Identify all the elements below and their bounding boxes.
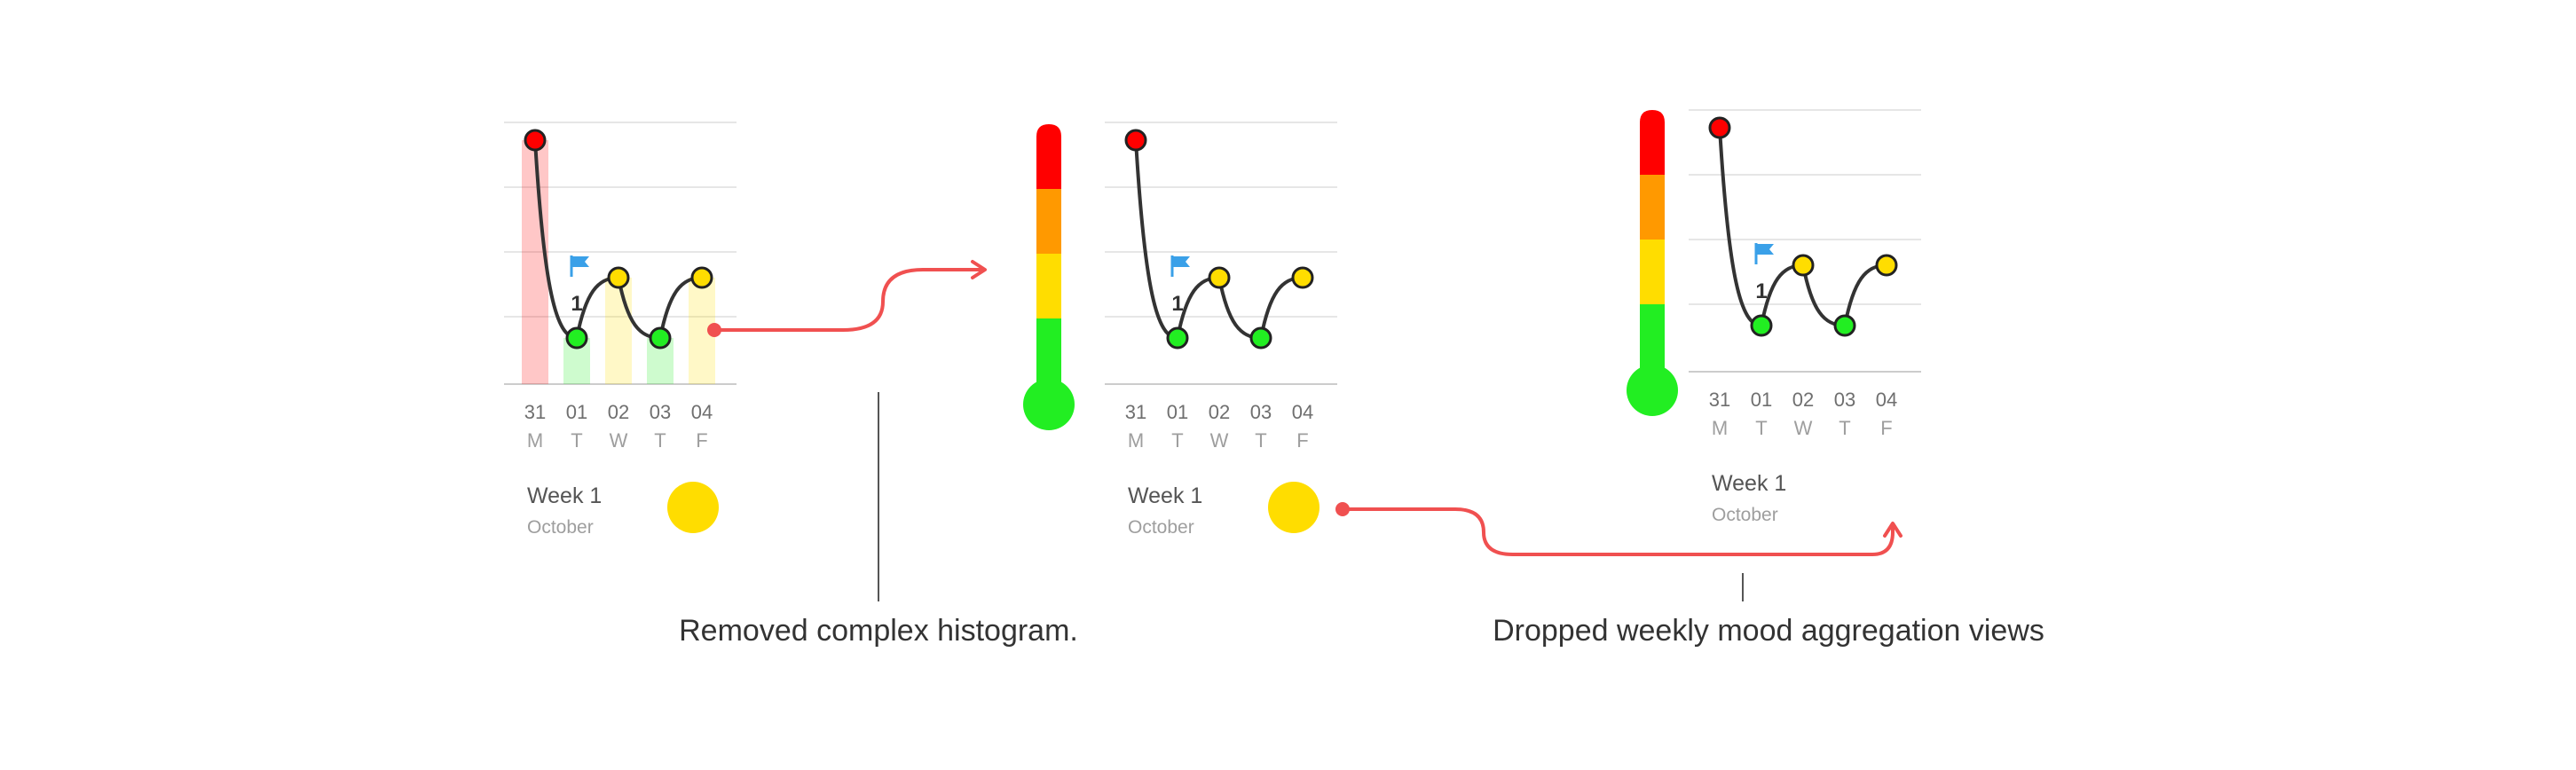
tick-day-label: 31: [1125, 401, 1146, 423]
flag-count: 1: [571, 292, 582, 316]
histogram-bar-31: [522, 140, 548, 384]
tick-weekday-label: W: [1794, 417, 1813, 439]
thermometer-segment-yellow: [1640, 240, 1665, 304]
arrowhead-1: [971, 260, 987, 279]
thermometer-segment-yellow: [1036, 254, 1061, 318]
tick-weekday-label: F: [1880, 417, 1892, 439]
mood-point-31: [1708, 116, 1731, 139]
flag-cloth: [1757, 244, 1774, 255]
tick-weekday-label: T: [571, 429, 582, 452]
mood-point-31: [524, 129, 547, 152]
tick-weekday-label: T: [1171, 429, 1183, 452]
tick-weekday-label: W: [610, 429, 628, 452]
mood-point-04: [690, 266, 713, 289]
mood-point-01: [1750, 314, 1773, 337]
week-month: October: [1712, 505, 1778, 525]
tick-day-label: 03: [1250, 401, 1272, 423]
arrowhead-2: [1883, 522, 1902, 538]
tick-day-label: 01: [566, 401, 587, 423]
tick-day-label: 03: [650, 401, 671, 423]
mood-point-03: [649, 326, 672, 350]
thermometer-bulb: [1627, 365, 1678, 416]
tick-day-label: 01: [1167, 401, 1188, 423]
mood-line: [1134, 138, 1304, 341]
caption-removed-histogram: Removed complex histogram.: [679, 614, 1078, 648]
tick-day-label: 31: [1709, 389, 1730, 411]
mood-thermometer: [1023, 124, 1075, 430]
week-mood-dot: [667, 482, 719, 533]
thermometer-bulb: [1023, 379, 1075, 430]
mood-point-03: [1249, 326, 1272, 350]
connector-arrow-2: [1343, 507, 1895, 556]
week-month: October: [1128, 517, 1194, 538]
week-title: Week 1: [1712, 471, 1786, 496]
flag-count: 1: [1171, 292, 1183, 316]
tick-day-label: 04: [1876, 389, 1897, 411]
tick-weekday-label: T: [1755, 417, 1767, 439]
mood-point-04: [1875, 254, 1898, 277]
mood-point-02: [1792, 254, 1815, 277]
tick-weekday-label: W: [1210, 429, 1229, 452]
thermometer-segment-green: [1640, 304, 1665, 369]
mood-point-02: [607, 266, 630, 289]
tick-day-label: 01: [1751, 389, 1772, 411]
thermometer-segment-orange: [1640, 175, 1665, 240]
thermometer-segment-red: [1640, 110, 1665, 175]
mood-point-31: [1124, 129, 1147, 152]
tick-day-label: 03: [1834, 389, 1855, 411]
mood-thermometer: [1627, 110, 1678, 416]
tick-weekday-label: M: [527, 429, 543, 452]
mood-panel-thermometer: 1 31M 01T 02W 03T 04F Week 1 October: [1105, 122, 1337, 538]
tick-weekday-label: F: [1296, 429, 1308, 452]
histogram-bar-02: [605, 278, 632, 384]
thermometer-segment-orange: [1036, 189, 1061, 254]
tick-day-label: 04: [1292, 401, 1313, 423]
tick-day-label: 02: [1209, 401, 1230, 423]
tick-weekday-label: F: [696, 429, 707, 452]
tick-day-label: 31: [524, 401, 546, 423]
flag-count: 1: [1755, 279, 1767, 303]
thermometer-segment-green: [1036, 318, 1061, 383]
mood-line: [533, 138, 704, 341]
tick-day-label: 02: [608, 401, 629, 423]
mood-panel-histogram: 1 31M 01T 02W 03T 04F Week 1 October: [504, 122, 737, 538]
week-month: October: [527, 517, 594, 538]
mood-point-01: [565, 326, 588, 350]
mood-line: [1718, 126, 1888, 328]
tick-day-label: 04: [691, 401, 713, 423]
flag-cloth: [572, 256, 589, 267]
mood-panel-final: 1 31M 01T 02W 03T 04F Week 1 October: [1689, 109, 1921, 525]
tick-weekday-label: T: [1255, 429, 1266, 452]
week-mood-dot: [1268, 482, 1320, 533]
mood-point-01: [1166, 326, 1189, 350]
mood-point-04: [1291, 266, 1314, 289]
tick-day-label: 02: [1792, 389, 1814, 411]
tick-weekday-label: M: [1712, 417, 1728, 439]
flag-cloth: [1173, 256, 1190, 267]
flag-icon: [1170, 255, 1190, 277]
week-title: Week 1: [527, 483, 602, 508]
mood-point-03: [1833, 314, 1856, 337]
caption-dropped-aggregation: Dropped weekly mood aggregation views: [1493, 614, 2044, 648]
thermometer-segment-red: [1036, 124, 1061, 189]
mood-point-02: [1208, 266, 1231, 289]
flag-icon: [1754, 243, 1774, 264]
tick-weekday-label: M: [1128, 429, 1144, 452]
tick-weekday-label: T: [654, 429, 666, 452]
tick-weekday-label: T: [1839, 417, 1850, 439]
connector-arrow-1: [714, 268, 985, 332]
flag-icon: [570, 255, 589, 277]
week-title: Week 1: [1128, 483, 1202, 508]
